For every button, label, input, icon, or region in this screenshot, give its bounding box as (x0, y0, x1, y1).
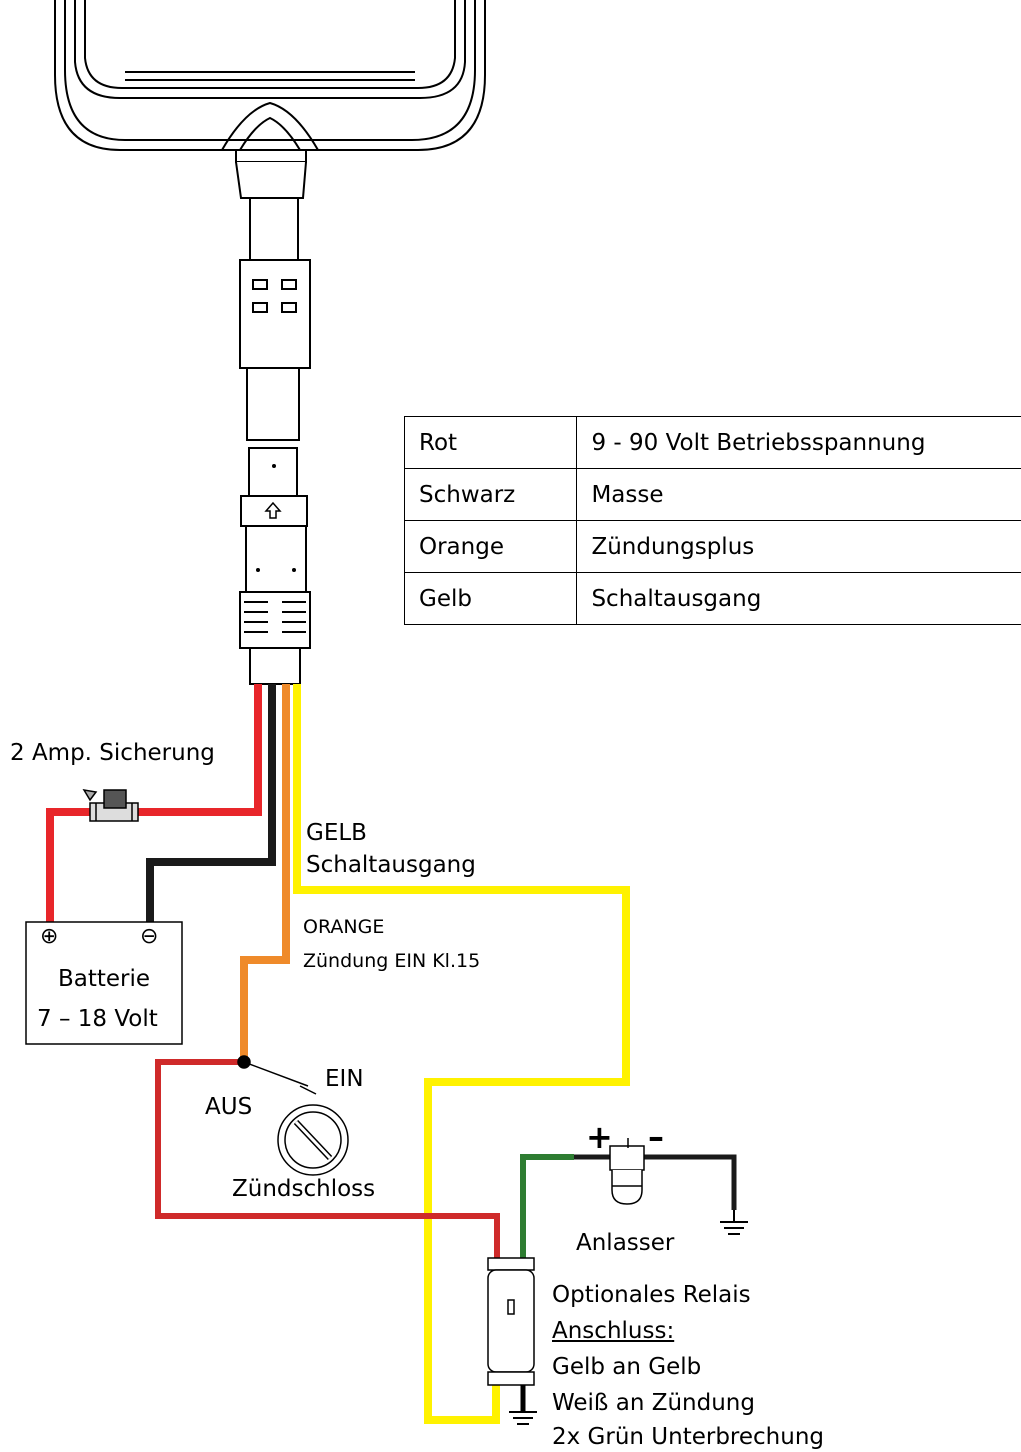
switch-on-label: EIN (325, 1066, 364, 1092)
relay-connection-3: 2x Grün Unterbrechung (552, 1424, 825, 1450)
switch-off-label: AUS (205, 1094, 253, 1120)
table-row: Rot 9 - 90 Volt Betriebsspannung (403, 416, 1021, 469)
connector-upper (239, 197, 311, 685)
connector-markings (256, 464, 296, 572)
relay-icon (487, 1257, 535, 1386)
yellow-wire-function: Schaltausgang (306, 852, 476, 878)
starter-icon (609, 1138, 645, 1205)
battery-voltage: 7 – 18 Volt (37, 1006, 158, 1032)
table-row: Gelb Schaltausgang (403, 572, 1021, 625)
relay-connection-1: Gelb an Gelb (552, 1354, 702, 1380)
relay-connection-heading: Anschluss: (552, 1318, 675, 1344)
table-cell-color: Gelb (403, 572, 578, 625)
fuse-label: 2 Amp. Sicherung (10, 740, 215, 766)
battery-minus-icon: ⊖ (140, 924, 159, 949)
battery-icon (25, 921, 183, 1045)
starter-label: Anlasser (576, 1230, 675, 1256)
table-cell-color: Schwarz (403, 468, 578, 521)
ignition-switch-icon (237, 1055, 349, 1176)
fuse-icon (82, 788, 139, 822)
wire-green (520, 1154, 574, 1258)
wire-starter-black (574, 1154, 737, 1210)
wire-orange (240, 684, 290, 1062)
tracker-device (54, 0, 486, 199)
yellow-wire-label: GELB (306, 820, 367, 846)
ground-icon (720, 1210, 748, 1235)
relay-title: Optionales Relais (552, 1282, 751, 1308)
table-cell-function: Schaltausgang (576, 572, 1021, 625)
relay-connection-2: Weiß an Zündung (552, 1390, 755, 1416)
battery-plus-icon: ⊕ (40, 924, 59, 949)
wire-red (46, 684, 262, 922)
table-cell-color: Rot (403, 416, 578, 469)
starter-minus-label: – (648, 1118, 664, 1156)
ignition-lock-label: Zündschloss (232, 1176, 376, 1202)
orange-wire-label: ORANGE (303, 916, 385, 938)
wire-yellow (293, 684, 630, 1424)
wire-ignition-red (155, 1059, 500, 1258)
orange-wire-function: Zündung EIN Kl.15 (303, 950, 481, 972)
starter-plus-label: + (586, 1118, 613, 1156)
relay-ground-icon (509, 1385, 537, 1425)
battery-label: Batterie (58, 966, 151, 992)
table-row: Orange Zündungsplus (403, 520, 1021, 573)
table-row: Schwarz Masse (403, 468, 1021, 521)
wire-black (146, 684, 276, 922)
wire-function-table: Rot 9 - 90 Volt Betriebsspannung Schwarz… (403, 416, 1021, 625)
table-cell-function: 9 - 90 Volt Betriebsspannung (576, 416, 1021, 469)
table-cell-function: Masse (576, 468, 1021, 521)
table-cell-function: Zündungsplus (576, 520, 1021, 573)
table-cell-color: Orange (403, 520, 578, 573)
